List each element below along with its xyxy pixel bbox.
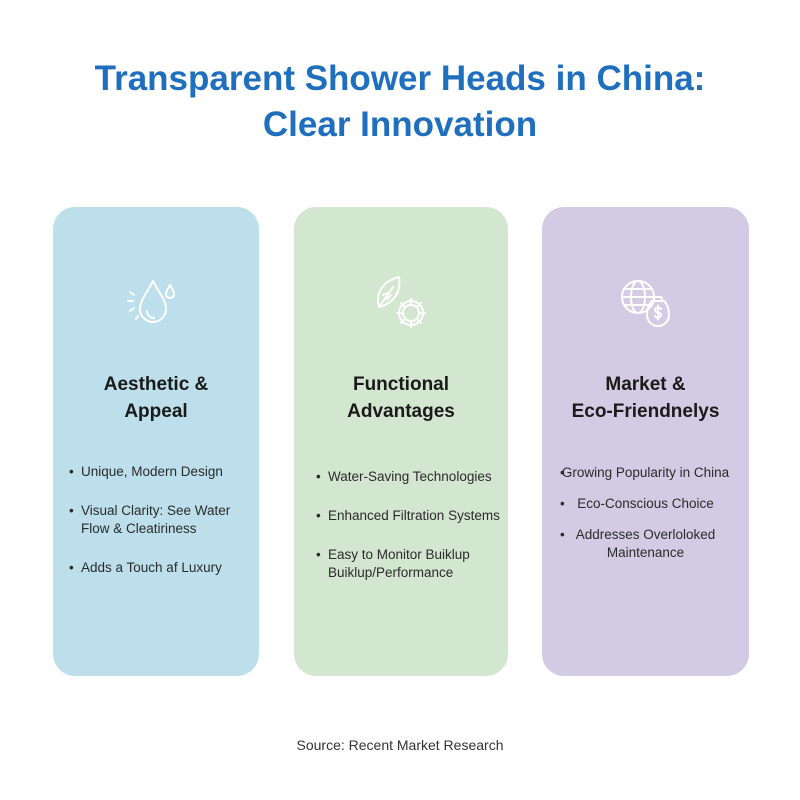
water-drop-icon (120, 265, 192, 337)
bullet-list: •Growing Popularity in China •Eco-Consci… (560, 464, 731, 575)
list-item: •Unique, Modern Design (69, 464, 223, 479)
list-item: •Visual Clarity: See Water Flow & Cleati… (69, 503, 231, 536)
card-aesthetic-appeal: Aesthetic & Appeal •Unique, Modern Desig… (53, 207, 259, 676)
page-title: Transparent Shower Heads in China: Clear… (0, 56, 800, 148)
list-item: •Growing Popularity in China (560, 465, 730, 480)
list-item: •Water-Saving Technologies (316, 469, 492, 484)
bullet-list: •Water-Saving Technologies •Enhanced Fil… (308, 468, 500, 603)
leaf-gear-icon (365, 265, 437, 337)
card-title: Market & Eco-Friendnelys (571, 374, 720, 422)
card-title: Aesthetic & Appeal (103, 374, 209, 422)
globe-money-icon (610, 265, 682, 337)
list-item: •Enhanced Filtration Systems (316, 508, 500, 523)
bullet-list: •Unique, Modern Design •Visual Clarity: … (67, 463, 251, 598)
list-item: •Easy to Monitor Buiklup Buiklup/Perform… (316, 547, 470, 580)
list-item: •Addresses Overloloked Maintenance (560, 527, 716, 560)
card-title: Functional Advantages (347, 374, 455, 422)
page-title-line-2: Clear Innovation (262, 105, 538, 144)
list-item: •Eco-Conscious Choice (560, 496, 714, 511)
card-functional-advantages: Functional Advantages •Water-Saving Tech… (294, 207, 508, 676)
page-title-line-1: Transparent Shower Heads in China: (94, 59, 706, 98)
list-item: •Adds a Touch af Luxury (69, 560, 222, 575)
card-market-eco: Market & Eco-Friendnelys •Growing Popula… (542, 207, 749, 676)
source-note: Source: Recent Market Research (296, 737, 504, 753)
